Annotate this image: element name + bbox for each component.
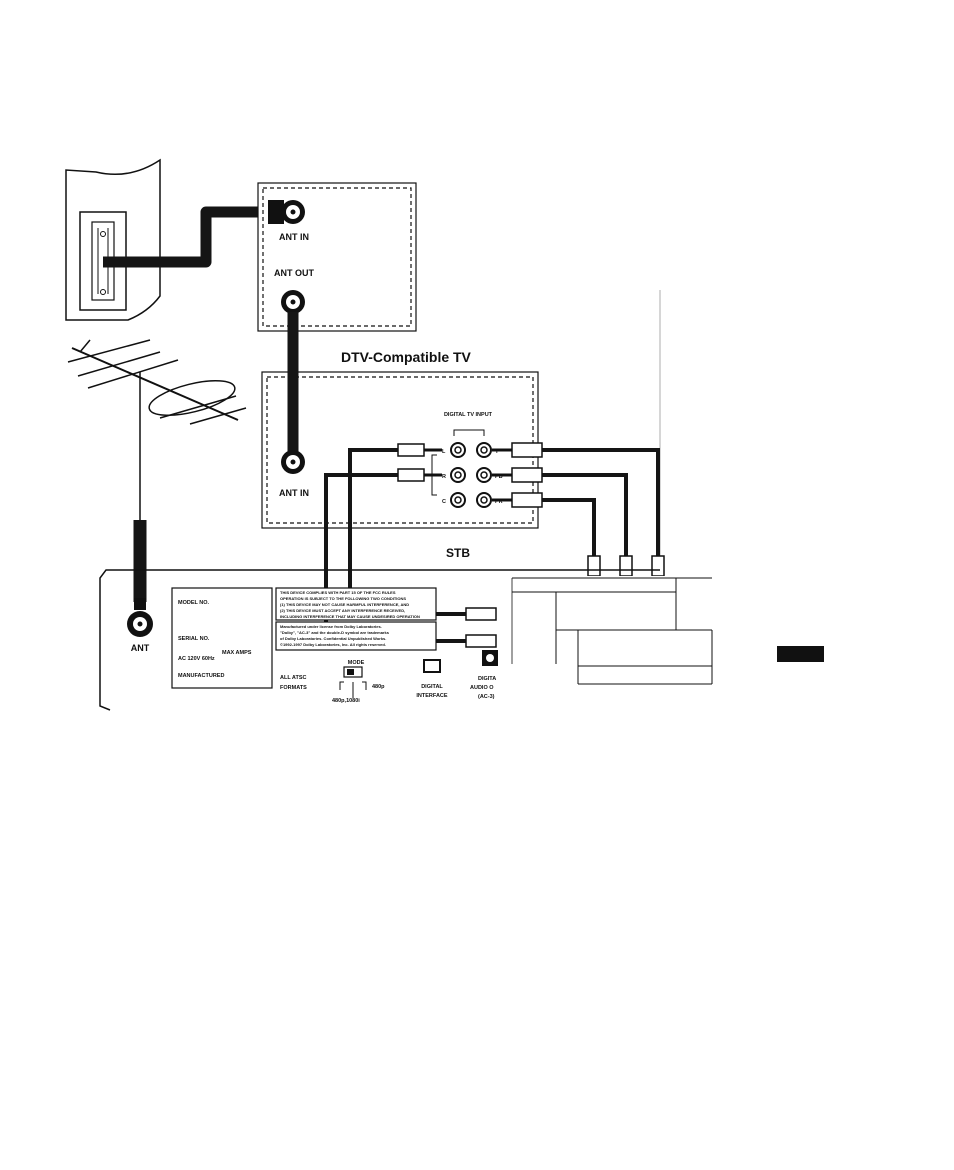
component-plugs <box>492 442 665 577</box>
jack-c: C <box>442 492 466 508</box>
fcc-line-2: OPERATION IS SUBJECT TO THE FOLLOWING TW… <box>280 596 406 601</box>
tv-title: DTV-Compatible TV <box>341 349 472 365</box>
mode-label: MODE <box>348 660 365 666</box>
manufactured-label: MANUFACTURED <box>178 673 224 679</box>
digital-interface-label-2: INTERFACE <box>416 693 448 699</box>
wall-outlet <box>65 158 161 321</box>
dolby-line-1: Manufactured under license from Dolby La… <box>280 624 382 629</box>
svg-text:R: R <box>442 474 446 480</box>
mode-480p-1080i-label: 480p,1080i <box>332 698 360 704</box>
tv-input-jacks: L R C Y PB PR <box>431 442 503 508</box>
black-tab-marker <box>777 646 824 662</box>
jack-r: R <box>442 467 466 483</box>
fcc-line-5: INCLUDING INTERFERENCE THAT MAY CAUSE UN… <box>280 614 420 619</box>
model-no-label: MODEL NO. <box>178 600 210 606</box>
fcc-line-4: (2) THIS DEVICE MUST ACCEPT ANY INTERFER… <box>280 608 405 613</box>
max-amps-label: MAX AMPS <box>222 650 252 656</box>
stb-title: STB <box>446 546 470 560</box>
digital-interface-port <box>423 659 441 673</box>
jack-pb: PB <box>476 467 503 483</box>
svg-text:Y: Y <box>495 449 499 455</box>
jack-pr: PR <box>476 492 503 508</box>
fcc-line-3: (1) THIS DEVICE MAY NOT CAUSE HARMFUL IN… <box>280 602 409 607</box>
svg-text:L: L <box>442 449 446 455</box>
digital-audio-label-2: AUDIO O <box>470 685 494 691</box>
digital-audio-label-1: DIGITA <box>478 676 496 682</box>
ac-rating-label: AC 120V 60Hz <box>178 656 215 662</box>
ant-in-label-top: ANT IN <box>279 232 309 242</box>
tv-ant-in-label: ANT IN <box>279 488 309 498</box>
blank-table-overlay <box>504 576 724 716</box>
component-cables <box>540 448 660 558</box>
dolby-line-2: "Dolby", "AC-3" and the double-D symbol … <box>280 630 390 635</box>
serial-no-label: SERIAL NO. <box>178 636 210 642</box>
digital-interface-label-1: DIGITAL <box>421 684 443 690</box>
stb-ant-label: ANT <box>131 643 150 653</box>
digital-audio-label-3: (AC-3) <box>478 694 495 700</box>
dolby-line-3: of Dolby Laboratories. Confidential Unpu… <box>280 636 386 641</box>
svg-text:C: C <box>442 499 446 505</box>
audio-plugs <box>397 443 497 648</box>
jack-l: L <box>442 442 466 458</box>
mode-480p-label: 480p <box>372 684 385 690</box>
antenna <box>67 339 247 520</box>
digital-tv-input-label: DIGITAL TV INPUT <box>444 412 493 418</box>
all-atsc-label: ALL ATSC <box>280 675 307 681</box>
fcc-line-1: THIS DEVICE COMPLIES WITH PART 15 OF THE… <box>280 590 396 595</box>
coax-cable-wall <box>103 206 272 268</box>
stb-rear-panel: ANT MODEL NO. SERIAL NO. AC 120V 60Hz MA… <box>99 569 660 711</box>
upper-device: ANT IN ANT OUT <box>257 182 417 332</box>
dolby-line-4: ©1992-1997 Dolby Laboratories, Inc. All … <box>280 642 386 647</box>
svg-text:PR: PR <box>495 499 503 505</box>
ant-out-label: ANT OUT <box>274 268 314 278</box>
formats-label: FORMATS <box>280 685 307 691</box>
jack-y: Y <box>476 442 499 458</box>
svg-text:PB: PB <box>495 474 503 480</box>
